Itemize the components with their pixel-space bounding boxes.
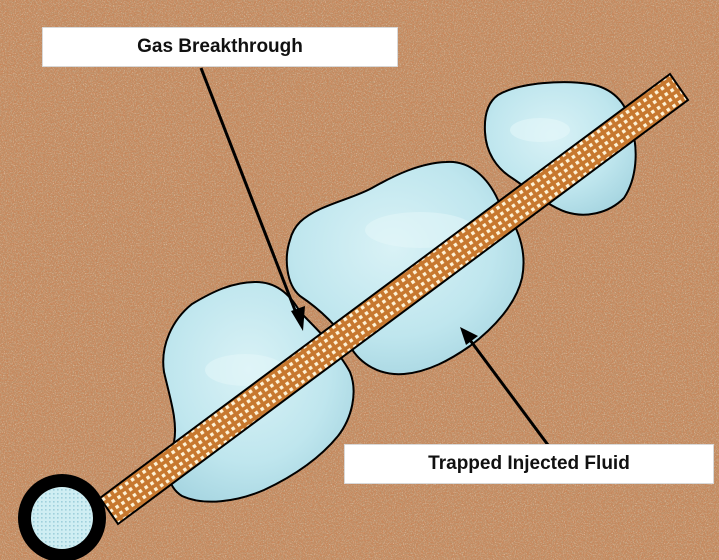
wellbore-cross-section-icon (18, 474, 106, 560)
trapped-injected-fluid-label: Trapped Injected Fluid (344, 444, 714, 484)
gas-breakthrough-text: Gas Breakthrough (137, 36, 303, 58)
gas-breakthrough-label: Gas Breakthrough (42, 27, 398, 67)
fluid-highlight (510, 118, 570, 142)
trapped-injected-fluid-text: Trapped Injected Fluid (428, 453, 630, 475)
